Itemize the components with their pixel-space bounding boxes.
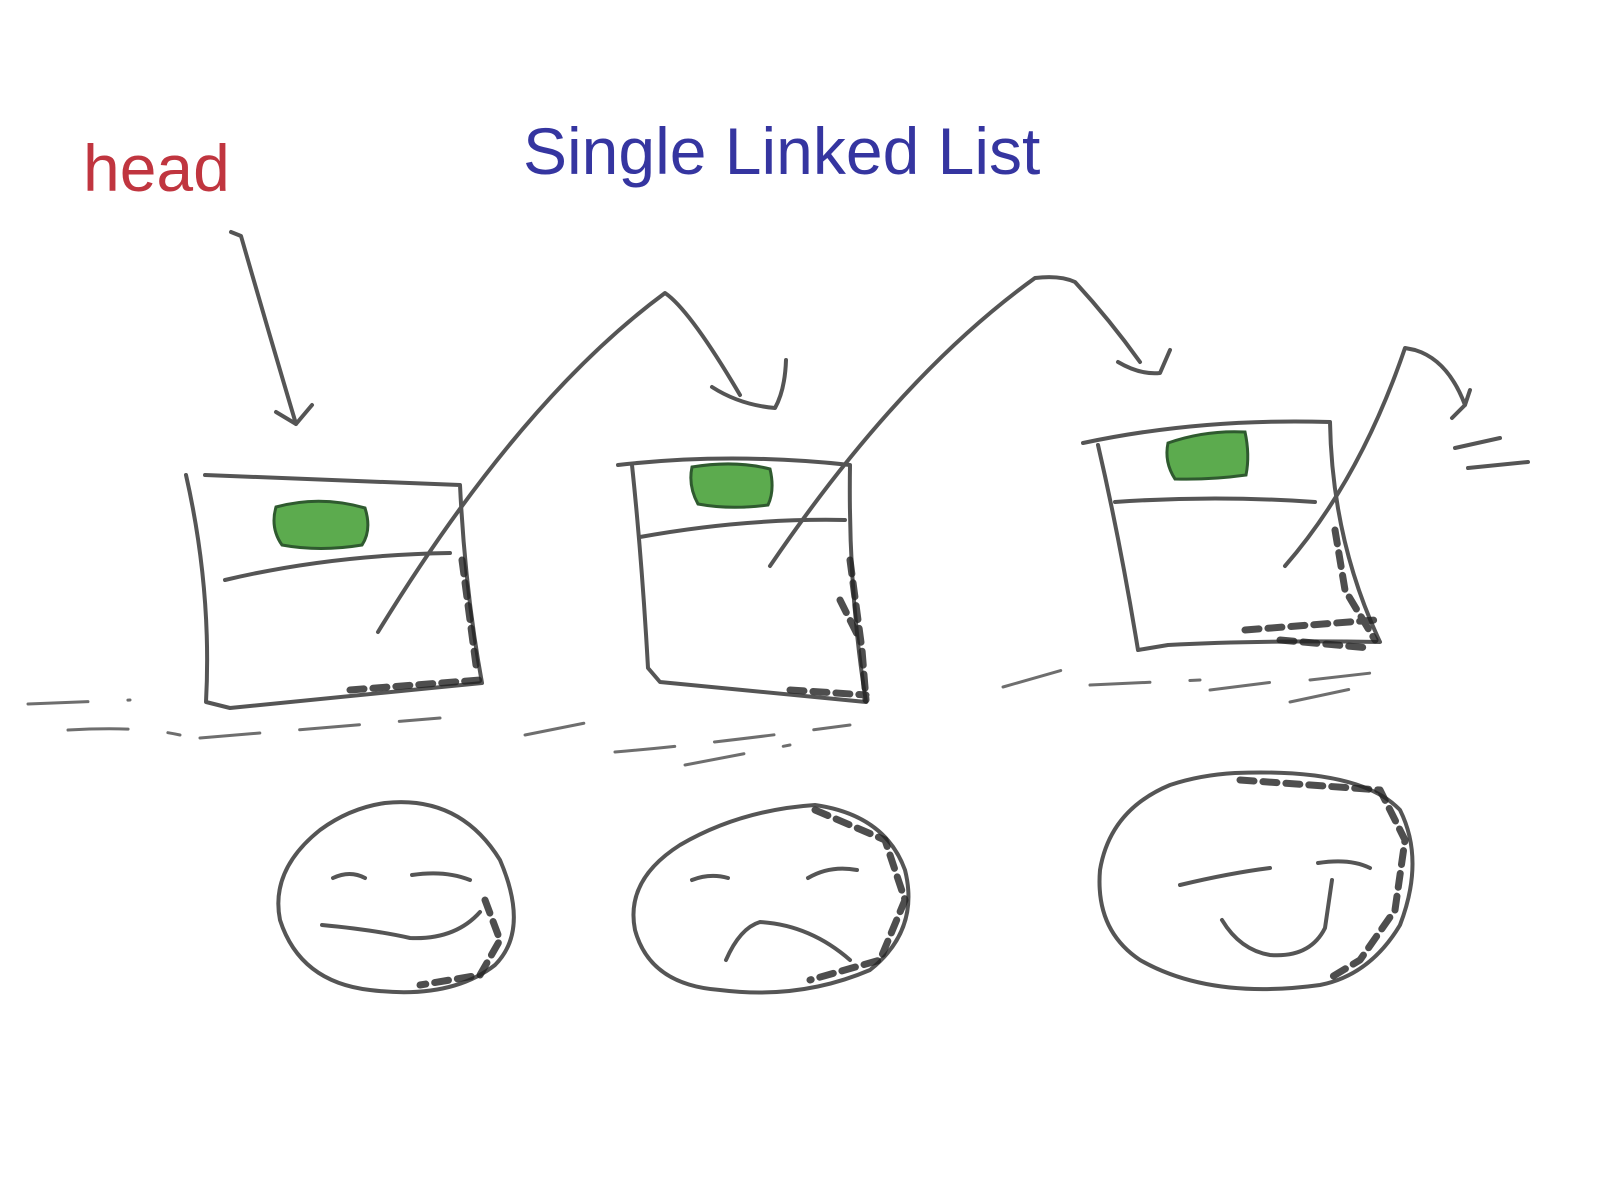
- face-1-smile: [276, 800, 516, 995]
- node-1-box: [184, 473, 484, 710]
- node-1-divider: [223, 551, 452, 582]
- null-terminator-marks: [1453, 436, 1530, 470]
- list-node-2: [616, 456, 870, 704]
- head-label: head: [83, 131, 230, 205]
- face-1-left-eye: [331, 872, 367, 880]
- ground-strokes: [26, 663, 1382, 767]
- face-3-outline: [1097, 770, 1415, 992]
- node-3-next-pointer-to-null: [1283, 346, 1472, 568]
- node-2-divider: [638, 517, 847, 539]
- face-1-right-eye: [410, 871, 472, 882]
- diagram-title: Single Linked List: [523, 114, 1041, 188]
- node-2-shading: [786, 556, 870, 704]
- face-3-shading: [1236, 776, 1409, 982]
- face-1-mouth: [320, 910, 482, 941]
- face-3-right-eye: [1316, 859, 1372, 870]
- node-2-data-field: [689, 462, 774, 509]
- face-3-left-eye: [1178, 866, 1272, 887]
- face-2-left-eye: [690, 873, 730, 882]
- node-3-divider: [1113, 496, 1317, 504]
- face-2-shading: [806, 806, 909, 984]
- face-1-shading: [416, 896, 504, 989]
- node-2-next-pointer: [768, 275, 1172, 568]
- face-3-mouth: [1220, 878, 1334, 958]
- face-3-happy: [1097, 770, 1415, 992]
- face-1-outline: [276, 800, 516, 995]
- face-2-frown: [631, 803, 911, 995]
- list-node-1: [184, 473, 484, 710]
- node-3-shading: [1241, 526, 1379, 652]
- head-pointer-arrow: [229, 230, 314, 426]
- node-1-shading: [346, 556, 484, 694]
- list-node-3: [1081, 419, 1382, 652]
- node-3-box: [1081, 419, 1382, 652]
- face-2-mouth: [724, 920, 852, 962]
- node-3-data-field: [1165, 430, 1250, 481]
- node-1-data-field: [272, 499, 370, 550]
- face-2-outline: [631, 803, 911, 995]
- node-1-next-pointer: [376, 291, 788, 634]
- face-2-right-eye: [806, 866, 859, 880]
